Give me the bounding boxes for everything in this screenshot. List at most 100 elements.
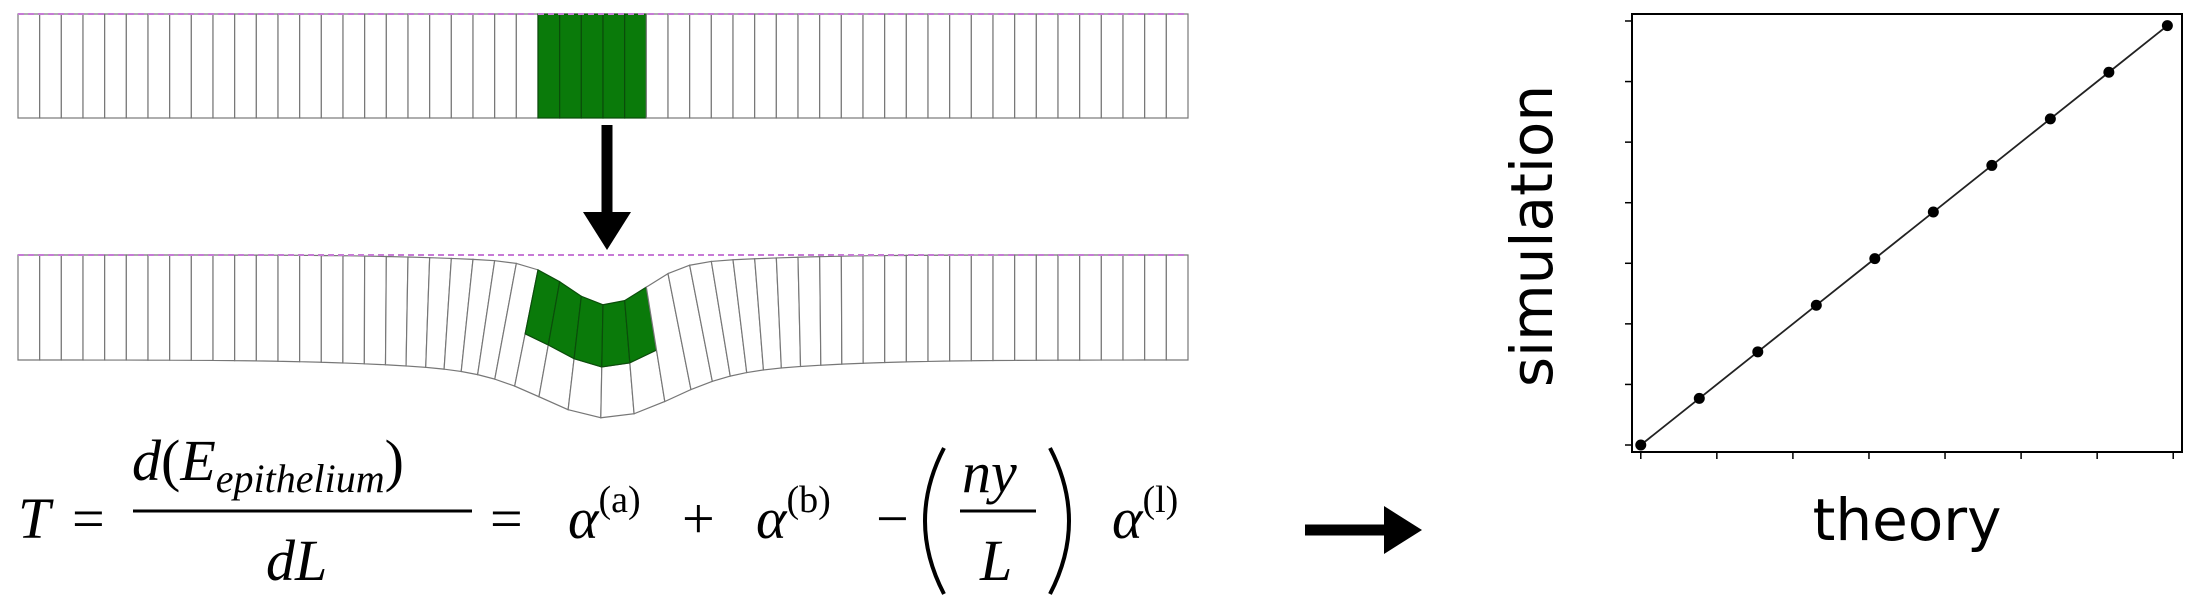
- cell: [797, 256, 822, 368]
- cell: [104, 13, 127, 119]
- cell: [949, 254, 972, 362]
- down-arrow-icon: [583, 125, 631, 250]
- cell: [905, 13, 929, 119]
- eq-num-subscript: epithelium: [216, 456, 385, 501]
- highlighted-cell: [537, 13, 561, 119]
- cell: [515, 13, 539, 119]
- data-point: [1927, 206, 1939, 218]
- series-line: [1640, 24, 2168, 446]
- cell: [797, 13, 821, 119]
- axis-ticks: [1625, 20, 2174, 459]
- cell: [234, 254, 257, 362]
- eq-equals-1: =: [72, 486, 105, 551]
- cell: [190, 254, 214, 362]
- cell: [1035, 13, 1059, 119]
- eq-num-d: d: [132, 428, 162, 493]
- cell: [600, 362, 635, 419]
- cell: [342, 255, 366, 365]
- cell: [407, 13, 431, 119]
- cell: [39, 254, 62, 361]
- highlighted-cell: [580, 13, 604, 119]
- eq-minus: −: [876, 486, 909, 551]
- cell: [1122, 13, 1146, 119]
- cell: [992, 254, 1016, 362]
- eq-denominator: dL: [266, 528, 327, 593]
- cell: [104, 254, 127, 361]
- eq-num-E: E: [179, 428, 215, 493]
- plot-frame: [1631, 13, 2183, 453]
- cell: [17, 13, 41, 119]
- cell: [277, 254, 301, 363]
- cell: [927, 254, 951, 363]
- cell: [1079, 254, 1102, 361]
- cell: [255, 254, 279, 362]
- data-point: [1810, 299, 1822, 311]
- cell: [212, 13, 236, 119]
- cell: [1165, 13, 1189, 119]
- cell: [147, 254, 171, 361]
- cell: [384, 255, 409, 367]
- eq-left-paren: [923, 447, 946, 595]
- highlighted-cell: [559, 13, 582, 119]
- cell: [1079, 13, 1102, 119]
- eq-num-rparen: ): [385, 428, 404, 493]
- cell: [884, 254, 907, 364]
- cell: [212, 254, 236, 362]
- cell: [1100, 254, 1124, 361]
- cell: [1144, 13, 1167, 119]
- cell: [60, 13, 84, 119]
- data-point: [2044, 113, 2056, 125]
- cell: [364, 13, 387, 119]
- cell: [1144, 254, 1167, 361]
- eq-equals-2: =: [490, 486, 523, 551]
- eq-num-lparen: (: [161, 428, 180, 493]
- data-point: [1752, 346, 1764, 358]
- cell: [125, 13, 149, 119]
- eq-sup-a: (a): [598, 479, 640, 521]
- eq-alpha-a: α(a): [568, 479, 641, 551]
- y-axis-label: simulation: [1498, 85, 1566, 387]
- data-point: [2103, 66, 2115, 78]
- cell: [949, 13, 972, 119]
- data-point: [1986, 159, 1998, 171]
- cell: [125, 254, 149, 361]
- cell: [255, 13, 279, 119]
- series-points: [1635, 20, 2173, 451]
- eq-alpha-a-symbol: α: [568, 486, 600, 551]
- cell: [60, 254, 84, 361]
- cell: [1057, 254, 1081, 361]
- cell: [429, 13, 452, 119]
- data-point: [1635, 439, 1647, 451]
- cell: [819, 255, 843, 366]
- flat-epithelium-strip: [17, 13, 1189, 119]
- eq-numerator: d(Eepithelium): [132, 428, 404, 501]
- cell: [385, 13, 409, 119]
- cell: [234, 13, 257, 119]
- cell: [689, 13, 712, 119]
- cell: [472, 13, 496, 119]
- cell: [17, 254, 41, 361]
- cell: [299, 254, 322, 363]
- eq-alpha-l-symbol: α: [1112, 486, 1144, 551]
- data-point: [1693, 392, 1705, 404]
- cell: [1057, 13, 1081, 119]
- cell: [754, 13, 777, 119]
- eq-alpha-b-symbol: α: [756, 486, 788, 551]
- highlighted-cell: [624, 13, 647, 119]
- cell: [277, 13, 301, 119]
- cell: [363, 255, 387, 366]
- cell: [732, 13, 756, 119]
- cell: [494, 13, 517, 119]
- cell: [645, 13, 669, 119]
- bent-epithelium-strip: [17, 254, 1189, 419]
- eq-alpha-l: α(l): [1112, 479, 1178, 551]
- cell: [169, 13, 192, 119]
- cell: [39, 13, 62, 119]
- cell: [82, 13, 106, 119]
- data-point: [1869, 253, 1881, 265]
- cell: [342, 13, 366, 119]
- cell: [1100, 13, 1124, 119]
- eq-frac-den: L: [979, 528, 1012, 593]
- eq-sup-b: (b): [786, 479, 830, 521]
- cell: [147, 13, 171, 119]
